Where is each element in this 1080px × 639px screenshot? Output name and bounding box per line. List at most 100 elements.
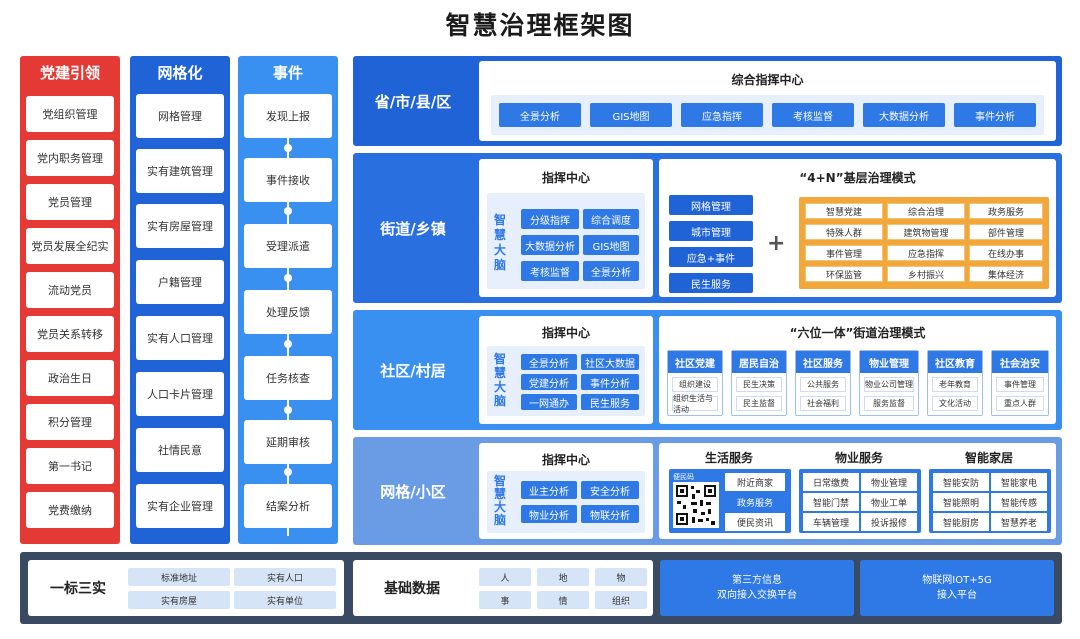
grid-cell[interactable]: 智慧党建 [805,203,883,219]
standard-address-item[interactable]: 标准地址 [128,568,230,586]
base-data-item[interactable]: 人 [479,568,531,586]
qr-code-icon[interactable] [673,482,719,528]
community-education-block[interactable]: 社区教育 老年教育 文化活动 [927,350,983,416]
property-item[interactable]: 日常缴费 [803,473,859,491]
property-item[interactable]: 物业管理 [861,473,917,491]
grid-cell[interactable]: 政务服务 [969,203,1043,219]
property-service-title: 物业服务 [834,451,883,465]
property-item[interactable]: 投诉报修 [861,513,917,531]
emergency-event-button[interactable]: 应急+事件 [669,247,753,267]
actual-unit-item[interactable]: 实有单位 [234,591,336,609]
list-item[interactable]: 党费缴纳 [26,492,114,528]
base-data-item[interactable]: 情 [537,591,589,609]
list-item[interactable]: 政治生日 [26,360,114,396]
party-analysis-button[interactable]: 党建分析 [521,374,577,390]
foundation-bar: 一标三实 标准地址 实有人口 实有房屋 实有单位 基础数据 人 地 物 事 情 … [20,552,1062,624]
list-item[interactable]: 处理反馈 [244,290,332,334]
grid-cell[interactable]: 事件管理 [805,245,883,261]
dispatch-button[interactable]: 综合调度 [583,209,639,229]
list-item[interactable]: 积分管理 [26,404,114,440]
list-item[interactable]: 户籍管理 [136,260,224,304]
base-data-item[interactable]: 组织 [595,591,647,609]
community-party-block[interactable]: 社区党建 组织建设 组织生活与活动 [667,350,723,416]
gis-map-button[interactable]: GIS地图 [590,103,672,127]
grid-management-button[interactable]: 网格管理 [669,195,753,215]
list-item[interactable]: 实有房屋管理 [136,204,224,248]
list-item[interactable]: 实有建筑管理 [136,149,224,193]
list-item[interactable]: 结案分析 [244,484,332,528]
list-item[interactable]: 延期审核 [244,420,332,464]
tiered-command-button[interactable]: 分级指挥 [521,209,579,229]
grid-cell[interactable]: 乡村振兴 [887,266,965,282]
property-item[interactable]: 智能门禁 [803,493,859,511]
community-service-block[interactable]: 社区服务 公共服务 社会福利 [795,350,851,416]
list-item[interactable]: 网格管理 [136,94,224,138]
list-item[interactable]: 党员发展全纪实 [26,228,114,264]
list-item[interactable]: 党员关系转移 [26,316,114,352]
panorama-analysis-button[interactable]: 全景分析 [499,103,581,127]
list-item[interactable]: 人口卡片管理 [136,372,224,416]
safety-analysis-button[interactable]: 安全分析 [581,481,639,499]
gov-service-item[interactable]: 政务服务 [736,498,773,509]
list-item[interactable]: 实有人口管理 [136,316,224,360]
city-management-button[interactable]: 城市管理 [669,221,753,241]
actual-housing-item[interactable]: 实有房屋 [128,591,230,609]
smart-home-item[interactable]: 智能安防 [933,473,989,491]
list-item[interactable]: 受理派遣 [244,224,332,268]
list-item[interactable]: 任务核查 [244,356,332,400]
assessment-button[interactable]: 考核监督 [772,103,854,127]
list-item[interactable]: 第一书记 [26,448,114,484]
grid-cell[interactable]: 建筑物管理 [887,224,965,240]
iot-platform-button[interactable]: 物联网IOT+5G 接入平台 [860,560,1054,616]
property-analysis-button[interactable]: 物业分析 [521,505,577,523]
owner-analysis-button[interactable]: 业主分析 [521,481,577,499]
property-item[interactable]: 物业工单 [861,493,917,511]
list-item[interactable]: 事件接收 [244,158,332,202]
livelihood-button[interactable]: 民生服务 [669,273,753,293]
grid-cell[interactable]: 综合治理 [887,203,965,219]
smart-home-item[interactable]: 智慧养老 [991,513,1047,531]
event-analysis-button[interactable]: 事件分析 [954,103,1036,127]
community-big-data-button[interactable]: 社区大数据 [581,354,639,370]
emergency-command-button[interactable]: 应急指挥 [681,103,763,127]
grid-cell[interactable]: 部件管理 [969,224,1043,240]
iot-analysis-button[interactable]: 物联分析 [581,505,639,523]
block-item: 公共服务 [800,377,846,392]
list-item[interactable]: 社情民意 [136,428,224,472]
list-item[interactable]: 流动党员 [26,272,114,308]
public-security-block[interactable]: 社会治安 事件管理 重点人群 [991,350,1049,416]
property-item[interactable]: 车辆管理 [803,513,859,531]
list-item[interactable]: 发现上报 [244,94,332,138]
panorama-analysis-button[interactable]: 全景分析 [583,261,639,281]
smart-home-item[interactable]: 智能家电 [991,473,1047,491]
grid-cell[interactable]: 特殊人群 [805,224,883,240]
grid-cell[interactable]: 应急指挥 [887,245,965,261]
list-item[interactable]: 实有企业管理 [136,484,224,528]
grid-cell[interactable]: 在线办事 [969,245,1043,261]
panorama-analysis-button[interactable]: 全景分析 [521,354,577,370]
list-item[interactable]: 党内职务管理 [26,140,114,176]
smart-home-item[interactable]: 智能传感 [991,493,1047,511]
one-network-button[interactable]: 一网通办 [521,394,577,410]
third-party-platform-button[interactable]: 第三方信息 双向接入交换平台 [660,560,854,616]
big-data-analysis-button[interactable]: 大数据分析 [521,235,579,255]
gis-map-button[interactable]: GIS地图 [583,235,639,255]
base-data-item[interactable]: 物 [595,568,647,586]
actual-population-item[interactable]: 实有人口 [234,568,336,586]
smart-home-item[interactable]: 智能厨房 [933,513,989,531]
grid-cell[interactable]: 环保监管 [805,266,883,282]
assessment-button[interactable]: 考核监督 [521,261,579,281]
resident-autonomy-block[interactable]: 居民自治 民生决策 民主监督 [731,350,787,416]
livelihood-button[interactable]: 民生服务 [581,394,639,410]
smart-home-item[interactable]: 智能照明 [933,493,989,511]
property-management-block[interactable]: 物业管理 物业公司管理 服务监督 [859,350,919,416]
list-item[interactable]: 党组织管理 [26,96,114,132]
event-analysis-button[interactable]: 事件分析 [581,374,639,390]
list-item[interactable]: 党员管理 [26,184,114,220]
convenience-info-item[interactable]: 便民资讯 [725,513,785,531]
nearby-merchants-item[interactable]: 附近商家 [725,473,785,491]
base-data-item[interactable]: 事 [479,591,531,609]
base-data-item[interactable]: 地 [537,568,589,586]
grid-cell[interactable]: 集体经济 [969,266,1043,282]
big-data-analysis-button[interactable]: 大数据分析 [863,103,945,127]
